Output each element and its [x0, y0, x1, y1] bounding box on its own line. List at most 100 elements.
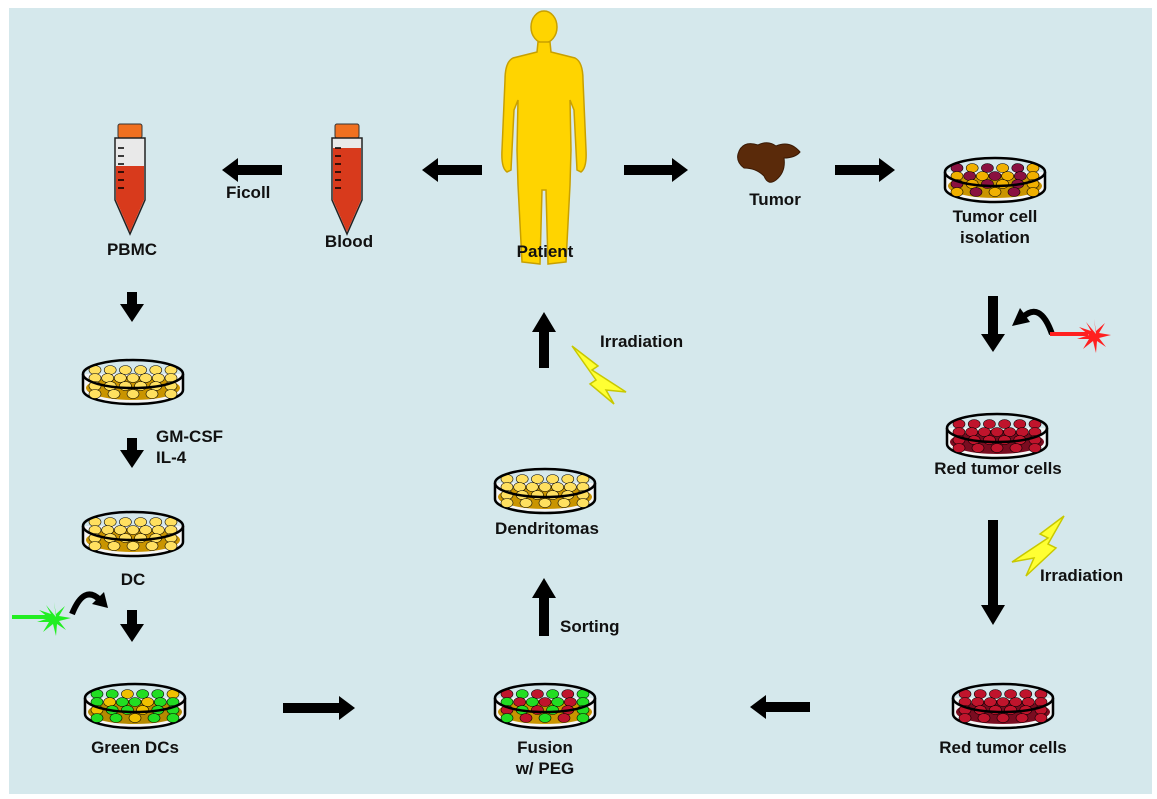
dendritomas-dish [495, 469, 595, 513]
cell [539, 499, 551, 508]
cell [154, 698, 166, 707]
cell [152, 374, 164, 383]
label-tumor-cell-isolation-line2: isolation [960, 227, 1030, 248]
cell [526, 698, 538, 707]
label-red-tumor-cells-bottom: Red tumor cells [939, 737, 1067, 758]
arrow-isolation-to-red [981, 296, 1005, 352]
cell [165, 542, 177, 551]
arrow-patient-to-blood [422, 158, 482, 182]
cell [516, 475, 528, 484]
cell [1012, 164, 1024, 173]
cell [146, 390, 158, 399]
label-sorting: Sorting [560, 616, 620, 637]
cell [121, 690, 133, 699]
cell [964, 172, 976, 181]
cell [539, 698, 551, 707]
arrow-pbmc-to-dish [120, 292, 144, 322]
cell [514, 483, 526, 492]
cell [148, 714, 160, 723]
cell [89, 390, 101, 399]
cell [953, 444, 965, 453]
cell [1008, 188, 1020, 197]
tumor-tissue [738, 143, 800, 183]
label-il-4: IL-4 [156, 447, 186, 468]
cell [531, 690, 543, 699]
cell [1016, 714, 1028, 723]
fusion-dish [495, 684, 595, 728]
cell [1014, 172, 1026, 181]
red-tumor-dish-top [947, 414, 1047, 458]
label-blood: Blood [325, 231, 373, 252]
cell [1020, 690, 1032, 699]
label-patient: Patient [517, 241, 574, 262]
arrow-dc-to-green [120, 610, 144, 642]
red-laser [1050, 319, 1111, 353]
cell [1016, 428, 1028, 437]
pbmc-tube [115, 124, 145, 234]
label-dc: DC [121, 569, 146, 590]
cell [951, 188, 963, 197]
cell [974, 690, 986, 699]
cell [127, 374, 139, 383]
patient-figure [502, 11, 586, 264]
label-tumor: Tumor [749, 189, 801, 210]
cell [127, 542, 139, 551]
red-tumor-dish-bottom [953, 684, 1053, 728]
cell [991, 428, 1003, 437]
arrow-blood-to-pbmc [222, 158, 282, 182]
cell [968, 420, 980, 429]
curved-arrow-right [1022, 312, 1052, 334]
cell [552, 483, 564, 492]
cell [539, 483, 551, 492]
label-green-dcs: Green DCs [91, 737, 179, 758]
cell [137, 690, 149, 699]
label-fusion-line1: Fusion [517, 737, 573, 758]
cell [1005, 690, 1017, 699]
cell [991, 444, 1003, 453]
cell [558, 499, 570, 508]
cell [152, 690, 164, 699]
cell [501, 714, 513, 723]
cell [983, 420, 995, 429]
cell [997, 698, 1009, 707]
cell [547, 475, 559, 484]
cell [102, 526, 114, 535]
cell [135, 518, 147, 527]
arrow-fusion-to-dendritomas [532, 578, 556, 636]
label-irradiation-right: Irradiation [1040, 565, 1123, 586]
cell [129, 698, 141, 707]
arrow-red-to-irradiated [981, 520, 1005, 625]
cell [119, 366, 131, 375]
cell [999, 420, 1011, 429]
cell [984, 698, 996, 707]
cell [114, 526, 126, 535]
cell [981, 164, 993, 173]
cell [562, 475, 574, 484]
cell [119, 518, 131, 527]
cell [129, 714, 141, 723]
cell [547, 690, 559, 699]
cell [564, 698, 576, 707]
cell [165, 390, 177, 399]
label-dendritomas: Dendritomas [495, 518, 599, 539]
cell [1010, 698, 1022, 707]
cell [501, 499, 513, 508]
cell [516, 690, 528, 699]
cell [539, 714, 551, 723]
cell [142, 698, 154, 707]
cell [140, 374, 152, 383]
label-red-tumor-cells-top: Red tumor cells [934, 458, 1062, 479]
cell [959, 714, 971, 723]
cell [1029, 444, 1041, 453]
cell [1022, 698, 1034, 707]
cell [978, 428, 990, 437]
cell [966, 428, 978, 437]
arrow-green-to-fusion [283, 696, 355, 720]
cell [520, 499, 532, 508]
cell [104, 698, 116, 707]
cell [972, 444, 984, 453]
cell [558, 714, 570, 723]
cell [1027, 188, 1039, 197]
cell [970, 188, 982, 197]
